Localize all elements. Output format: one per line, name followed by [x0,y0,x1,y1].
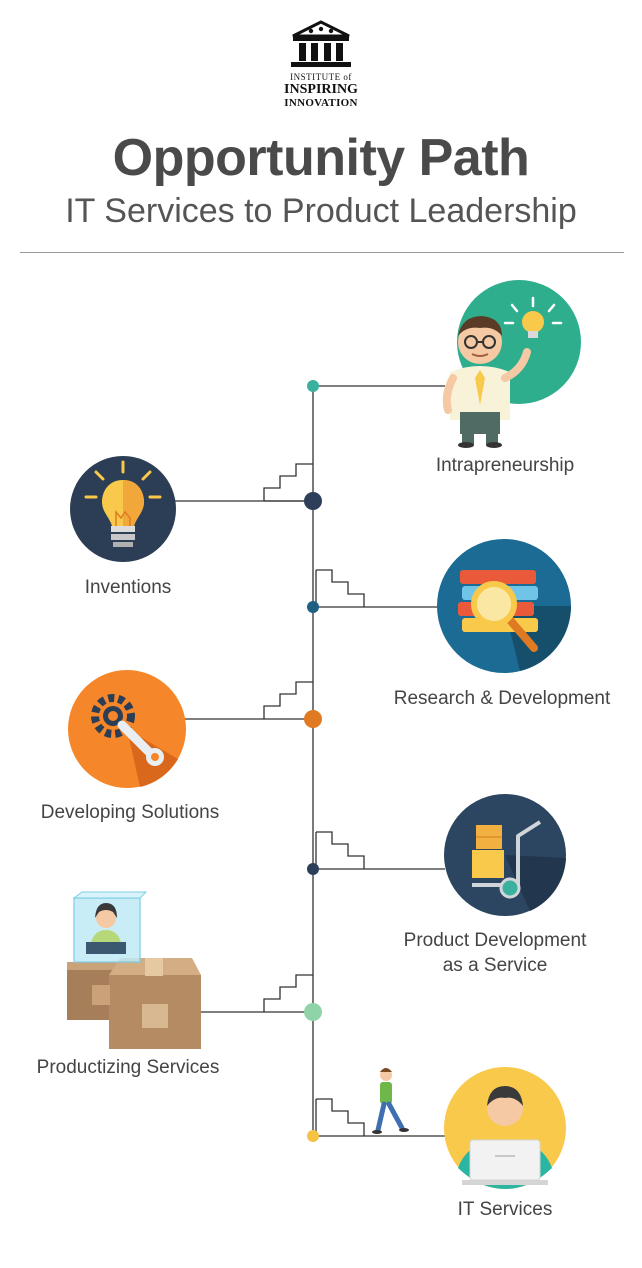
stage-label-intrapreneurship: Intrapreneurship [436,455,574,476]
institute-logo: INSTITUTE of INSPIRING INNOVATION [271,20,371,109]
stage-label-research: Research & Development [394,688,611,709]
node-itservices [307,1130,319,1142]
stage-label-itservices: IT Services [458,1199,553,1220]
gear-wrench-icon [68,670,186,788]
logo-line1: INSTITUTE of [290,72,352,82]
stairs-left-1 [263,463,313,502]
building-icon [291,20,351,67]
header: INSTITUTE of INSPIRING INNOVATION Opport… [0,0,642,260]
divider [20,252,624,253]
stage-label-pdaas-line1: Product Development [404,930,587,951]
node-intrapreneurship [307,380,319,392]
logo-line2: INSPIRING [284,82,358,97]
page-subtitle: IT Services to Product Leadership [65,192,577,230]
node-productizing [304,1003,322,1021]
node-research [307,601,319,613]
node-pdaas [307,863,319,875]
person-laptop-icon [444,1067,566,1189]
stage-label-solutions: Developing Solutions [41,802,220,823]
stage-label-inventions: Inventions [85,577,172,598]
boxes-operator-icon [67,891,201,1049]
stage-label-productizing: Productizing Services [37,1057,220,1078]
node-solutions [304,710,322,728]
stairs-left-3 [263,974,313,1012]
walking-person-icon [372,1068,409,1134]
stairs-right-3 [315,1098,365,1136]
businessman-lightbulb-icon [442,280,581,448]
logo-line3: INNOVATION [284,97,358,109]
stairs-left-2 [263,681,313,719]
page-title: Opportunity Path [112,129,530,187]
node-inventions [304,492,322,510]
lightbulb-icon [70,456,176,562]
hand-truck-boxes-icon [444,794,566,916]
books-magnifier-icon [437,539,571,673]
stairs-right-2 [315,831,365,869]
stairs-right-1 [315,569,365,607]
stage-label-pdaas-line2: as a Service [443,955,548,976]
